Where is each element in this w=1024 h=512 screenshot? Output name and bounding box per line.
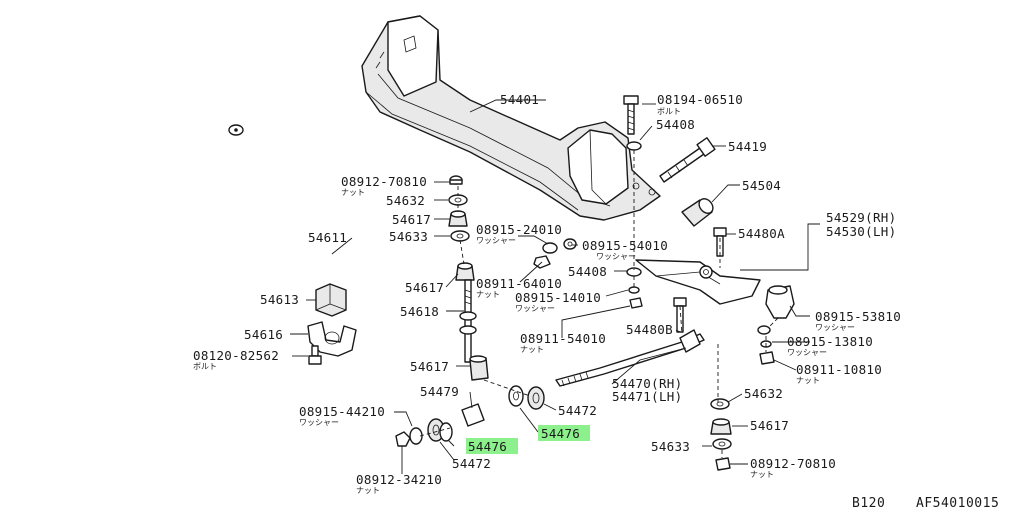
label-08911-54010[interactable]: 08911-54010 — [520, 331, 606, 346]
label-08915-44210[interactable]: 08915-44210 — [299, 404, 385, 419]
label-08911-64010[interactable]: 08911-64010 — [476, 276, 562, 291]
label-54617-c[interactable]: 54617 — [410, 359, 449, 374]
bolt-54419[interactable] — [659, 137, 716, 183]
stabilizer-bar-54611[interactable] — [198, 124, 463, 270]
label-54618[interactable]: 54618 — [400, 304, 439, 319]
label-08911-54010-sub: ナット — [520, 345, 544, 354]
label-54472-right[interactable]: 54472 — [558, 403, 597, 418]
bushing-54617-c[interactable] — [469, 355, 489, 381]
link-bolt-54618[interactable] — [459, 279, 477, 363]
label-54419[interactable]: 54419 — [728, 139, 767, 154]
nut-08911-54010[interactable] — [629, 297, 643, 309]
part-labels: 54401 08194-06510 ボルト 54408 54419 54504 … — [193, 92, 901, 495]
label-54633-a[interactable]: 54633 — [389, 229, 428, 244]
label-08912-sub-a: ナット — [341, 188, 365, 197]
washer-08915-53810[interactable] — [757, 325, 771, 335]
label-08911-10810-sub: ナット — [796, 376, 820, 385]
highlight-54476-left — [466, 438, 518, 454]
label-08912-34210-sub: ナット — [356, 486, 380, 495]
label-54632-b[interactable]: 54632 — [744, 386, 783, 401]
label-08915-53810-sub: ワッシャー — [815, 323, 855, 332]
bolt-08194-06510[interactable] — [623, 95, 639, 135]
bushing-54617-a[interactable] — [448, 210, 468, 227]
label-54613[interactable]: 54613 — [260, 292, 299, 307]
nut-08912-70810-b[interactable] — [715, 457, 731, 471]
bushing-54617-d[interactable] — [710, 418, 732, 435]
label-54632-a[interactable]: 54632 — [386, 193, 425, 208]
bushing-54529[interactable] — [681, 196, 716, 227]
footer-code: B120 — [852, 496, 885, 511]
label-08915-54010[interactable]: 08915-54010 — [582, 238, 668, 253]
label-54529[interactable]: 54529(RH) — [826, 210, 896, 225]
label-54633-b[interactable]: 54633 — [651, 439, 690, 454]
ball-joint[interactable] — [765, 285, 795, 319]
label-54479[interactable]: 54479 — [420, 384, 459, 399]
label-54476-left[interactable]: 54476 — [468, 439, 507, 454]
bolt-08120-82562[interactable] — [308, 345, 322, 365]
label-54471[interactable]: 54471(LH) — [612, 389, 682, 404]
label-08912-70810-a[interactable]: 08912-70810 — [341, 174, 427, 189]
label-08915-14010[interactable]: 08915-14010 — [515, 290, 601, 305]
bushing-54613[interactable] — [315, 283, 347, 317]
label-54401[interactable]: 54401 — [500, 92, 539, 107]
label-54504[interactable]: 54504 — [742, 178, 781, 193]
washer-54633-a[interactable] — [450, 230, 470, 242]
bushing-54476-right[interactable] — [508, 385, 524, 407]
washer-08915-44210[interactable] — [409, 427, 423, 445]
label-54480b[interactable]: 54480B — [626, 322, 673, 337]
label-08915-54010-sub: ワッシャー — [596, 252, 636, 261]
label-54617-a[interactable]: 54617 — [392, 212, 431, 227]
washer-54633-b[interactable] — [712, 438, 732, 450]
label-54408-a[interactable]: 54408 — [656, 117, 695, 132]
bracket-54504[interactable] — [635, 259, 761, 305]
highlight-54476-right — [538, 425, 590, 441]
label-08194-06510[interactable]: 08194-06510 — [657, 92, 743, 107]
bushing-54476-left[interactable] — [439, 422, 453, 442]
washer-08915-54010[interactable] — [563, 238, 577, 250]
bushing-54617-b[interactable] — [455, 262, 475, 281]
label-54611[interactable]: 54611 — [308, 230, 347, 245]
footer-diagram-id: AF54010015 — [916, 496, 999, 511]
nut-08912-70810-a[interactable] — [449, 175, 463, 185]
label-54530[interactable]: 54530(LH) — [826, 224, 896, 239]
nut-08911-10810[interactable] — [759, 351, 775, 365]
washer-54632-a[interactable] — [448, 194, 468, 206]
label-54617-d[interactable]: 54617 — [750, 418, 789, 433]
crossmember-54401[interactable] — [361, 15, 661, 221]
label-08120-sub: ボルト — [193, 362, 217, 371]
label-54616[interactable]: 54616 — [244, 327, 283, 342]
label-08915-44210-sub: ワッシャー — [299, 418, 339, 427]
label-08915-24010-sub: ワッシャー — [476, 236, 516, 245]
washer-54632-b[interactable] — [710, 398, 730, 410]
tension-rod-54470[interactable] — [555, 329, 705, 387]
label-54472-left[interactable]: 54472 — [452, 456, 491, 471]
label-08911-64010-sub: ナット — [476, 290, 500, 299]
label-08915-14010-sub: ワッシャー — [515, 304, 555, 313]
label-08915-13810-sub: ワッシャー — [787, 348, 827, 357]
label-54617-b[interactable]: 54617 — [405, 280, 444, 295]
label-54408-b[interactable]: 54408 — [568, 264, 607, 279]
label-08912-sub-b: ナット — [750, 470, 774, 479]
washer-08915-24010[interactable] — [542, 242, 558, 254]
label-08915-24010[interactable]: 08915-24010 — [476, 222, 562, 237]
spacer-54479[interactable] — [461, 403, 485, 427]
leader-lines — [290, 99, 820, 474]
label-08915-13810[interactable]: 08915-13810 — [787, 334, 873, 349]
label-08912-34210[interactable]: 08912-34210 — [356, 472, 442, 487]
label-54470[interactable]: 54470(RH) — [612, 376, 682, 391]
label-08194-sub: ボルト — [657, 107, 681, 116]
label-54476-right[interactable]: 54476 — [541, 426, 580, 441]
label-08911-10810[interactable]: 08911-10810 — [796, 362, 882, 377]
bolt-54480b[interactable] — [673, 297, 687, 333]
washer-54408-top[interactable] — [626, 141, 642, 151]
label-08912-70810-b[interactable]: 08912-70810 — [750, 456, 836, 471]
washer-08915-14010[interactable] — [628, 286, 640, 294]
bushing-54472-right[interactable] — [527, 386, 545, 410]
label-54480a[interactable]: 54480A — [738, 226, 785, 241]
nut-08912-34210[interactable] — [395, 431, 411, 447]
label-08915-53810[interactable]: 08915-53810 — [815, 309, 901, 324]
label-08120-82562[interactable]: 08120-82562 — [193, 348, 279, 363]
